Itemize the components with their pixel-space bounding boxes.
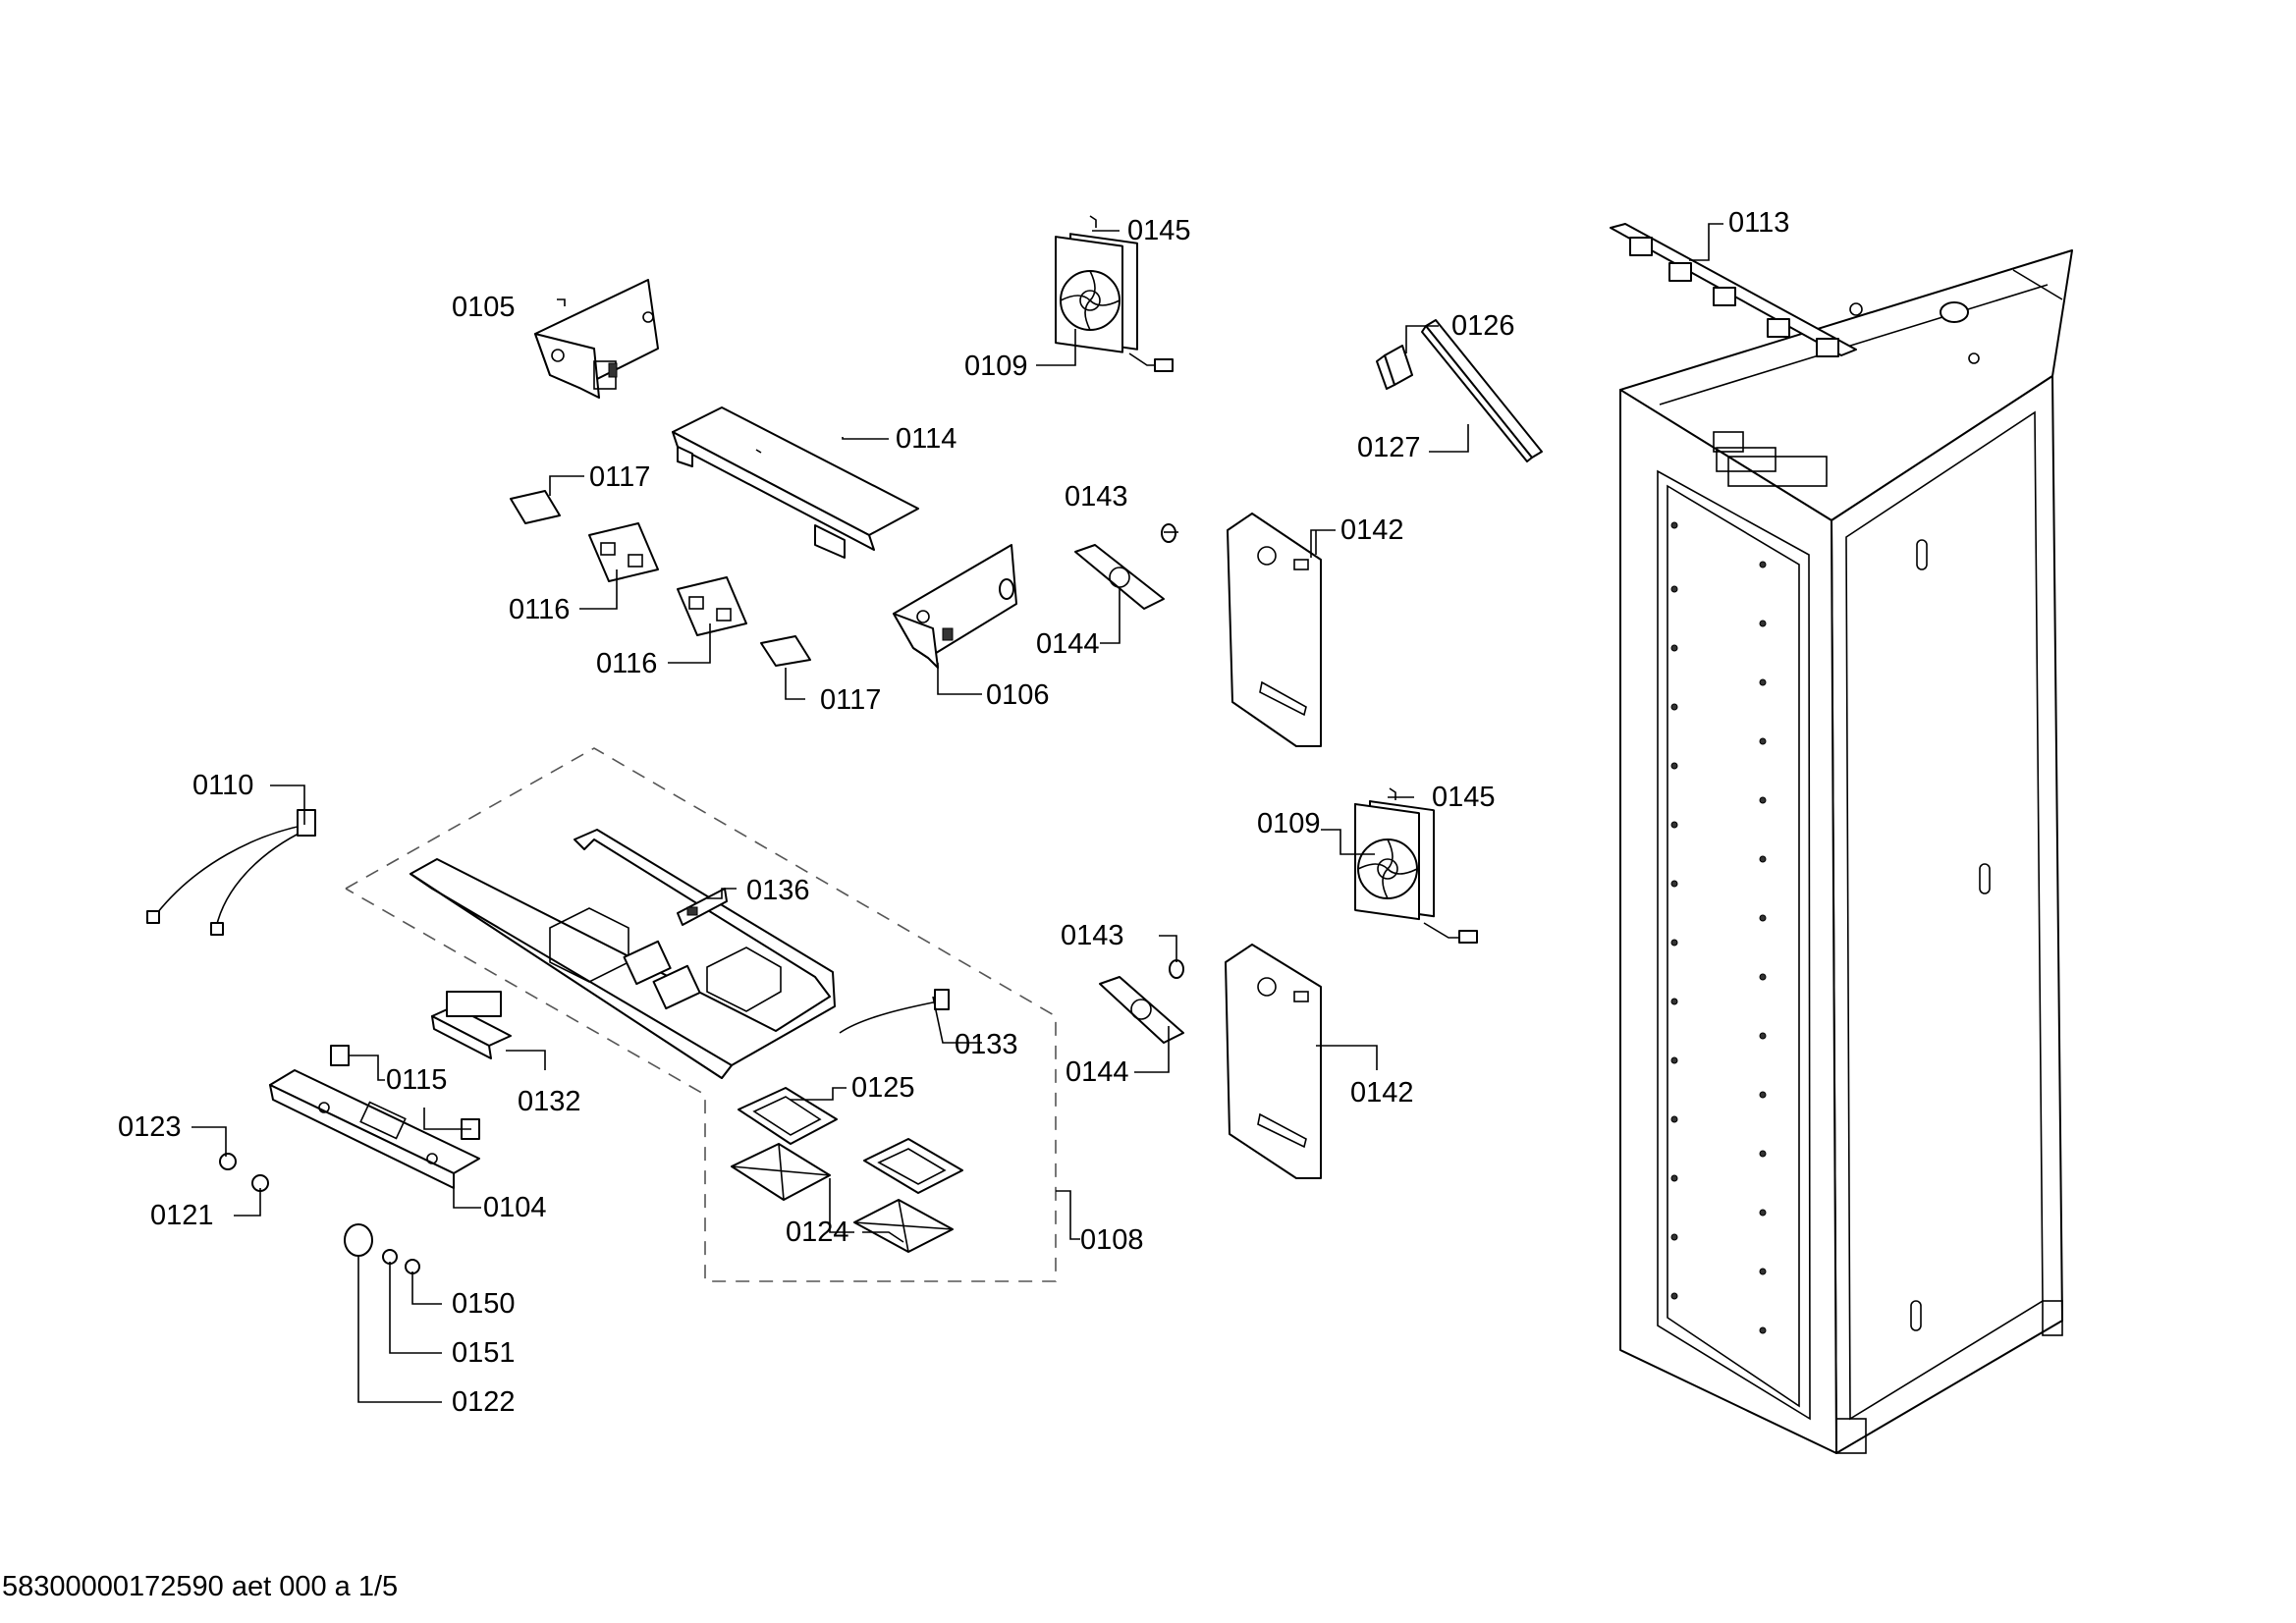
control-panel-0104 — [269, 1069, 480, 1189]
shelf-holes-left — [1670, 521, 1767, 1334]
knob-0123 — [219, 1153, 237, 1170]
callout-0115: 0115 — [386, 1064, 447, 1096]
callout-0136: 0136 — [746, 875, 810, 906]
callout-0145-a: 0145 — [1127, 215, 1191, 246]
fan-mount-0144-a — [1074, 544, 1165, 610]
callout-0133: 0133 — [955, 1029, 1018, 1060]
callout-0132: 0132 — [518, 1086, 581, 1117]
callout-0127: 0127 — [1357, 432, 1421, 463]
wire-0133 — [839, 989, 950, 1034]
callout-0124: 0124 — [786, 1217, 849, 1248]
fan-upper — [1055, 233, 1174, 372]
callout-0144-a: 0144 — [1036, 628, 1100, 660]
leader-lines — [191, 223, 1723, 1403]
cabinet-housing — [1619, 249, 2073, 1454]
wiring-harness-0110 — [146, 809, 316, 936]
callout-0106: 0106 — [986, 679, 1050, 711]
knob-0150 — [405, 1259, 420, 1274]
control-tray — [410, 829, 836, 1079]
gasket-0125-a — [738, 1087, 838, 1145]
callout-0144-b: 0144 — [1066, 1056, 1129, 1088]
callout-0109-b: 0109 — [1257, 808, 1321, 839]
cover-panel-0142-b — [1225, 944, 1322, 1179]
assembly-outline-0108 — [345, 747, 1057, 1282]
callout-0113: 0113 — [1728, 207, 1789, 239]
callout-0116-b: 0116 — [596, 648, 657, 679]
knob-0151 — [382, 1249, 398, 1265]
gasket-0124-a — [731, 1143, 831, 1201]
connector-0115-a — [330, 1045, 350, 1066]
callout-0105: 0105 — [452, 292, 516, 323]
callout-0145-b: 0145 — [1432, 782, 1496, 813]
callout-0126: 0126 — [1451, 310, 1515, 342]
callout-0109-a: 0109 — [964, 351, 1028, 382]
bracket-0132 — [431, 991, 512, 1059]
part-0117-pad-b — [760, 635, 811, 667]
callout-labels: 0105 0114 0117 0116 0116 0117 0106 0145 … — [118, 207, 1789, 1418]
gasket-0124-b — [853, 1199, 954, 1253]
callout-0117-a: 0117 — [589, 461, 650, 493]
ring-0143-a — [1161, 523, 1176, 543]
callout-0151: 0151 — [452, 1337, 516, 1369]
document-number: 58300000172590 aet 000 a 1/5 — [2, 1571, 399, 1602]
callout-0116-a: 0116 — [509, 594, 570, 625]
callout-0123: 0123 — [118, 1111, 182, 1143]
callout-0121: 0121 — [150, 1200, 214, 1231]
callout-0114: 0114 — [896, 423, 957, 455]
callout-0117-b: 0117 — [820, 684, 881, 716]
part-0117-pad-a — [510, 490, 561, 524]
part-0116-clip-b — [677, 576, 747, 636]
part-0106-bracket — [893, 544, 1017, 669]
callout-0142-b: 0142 — [1350, 1077, 1414, 1109]
callout-0142-a: 0142 — [1340, 514, 1404, 546]
callout-0125: 0125 — [851, 1072, 915, 1104]
callout-0143-b: 0143 — [1061, 920, 1124, 951]
screw-0145-a — [1089, 215, 1097, 228]
mounting-strip — [1610, 223, 1857, 357]
part-0114-cover — [672, 406, 919, 559]
switch-0126 — [1376, 345, 1413, 390]
part-0105-bracket — [534, 279, 659, 399]
fan-lower — [1354, 800, 1478, 944]
fan-mount-0144-b — [1099, 976, 1184, 1044]
part-0116-clip-a — [588, 522, 659, 582]
board-0127 — [1421, 319, 1543, 462]
callout-0110: 0110 — [192, 770, 253, 801]
callout-0122: 0122 — [452, 1386, 516, 1418]
callout-0143-a: 0143 — [1065, 481, 1128, 513]
knob-0122 — [344, 1223, 373, 1257]
screw-0145-b — [1389, 787, 1396, 800]
cover-panel-0142-a — [1227, 513, 1322, 747]
callout-0150: 0150 — [452, 1288, 516, 1320]
gasket-0125-b — [863, 1138, 963, 1194]
callout-0104: 0104 — [483, 1192, 547, 1223]
ring-0143-b — [1169, 959, 1184, 979]
callout-0108: 0108 — [1080, 1224, 1144, 1256]
